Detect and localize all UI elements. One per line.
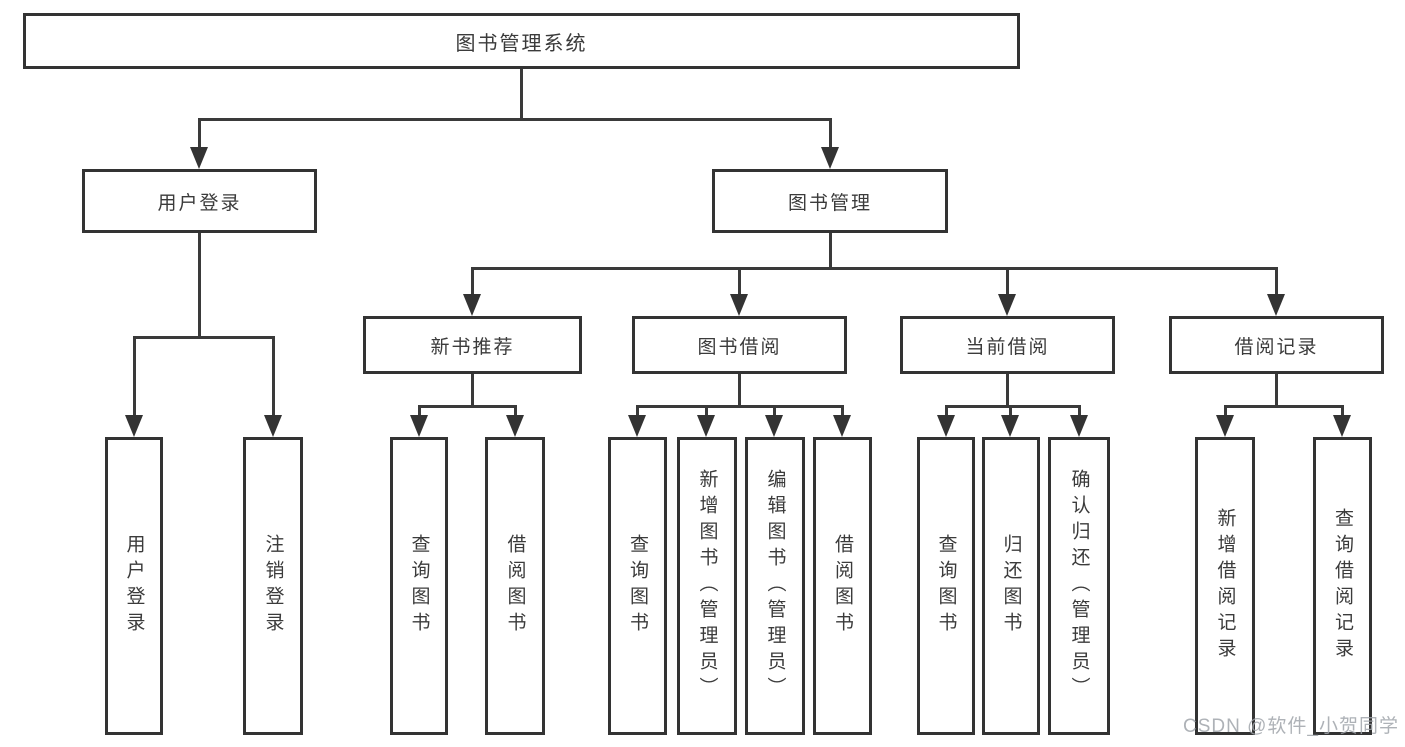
node-borrowing-records: 借阅记录 — [1169, 316, 1384, 374]
node-new-book-recommendation: 新书推荐 — [363, 316, 582, 374]
leaf-add-books-admin: 新增图书（管理员） — [677, 437, 737, 735]
connector-line — [829, 233, 832, 270]
leaf-edit-books-admin: 编辑图书（管理员） — [745, 437, 805, 735]
arrow-down-icon — [1070, 415, 1088, 437]
connector-line — [1275, 267, 1278, 300]
leaf-label: 新增借阅记录 — [1214, 508, 1236, 664]
leaf-label: 新增图书（管理员） — [696, 469, 718, 703]
leaf-borrow-books-recommend: 借阅图书 — [485, 437, 545, 735]
leaf-label: 注销登录 — [262, 534, 284, 638]
connector-line — [1006, 267, 1009, 300]
arrow-down-icon — [463, 294, 481, 316]
leaf-label: 用户登录 — [123, 534, 145, 638]
connector-line — [829, 118, 832, 154]
connector-line — [198, 118, 831, 121]
leaf-query-borrow-record: 查询借阅记录 — [1313, 437, 1372, 735]
arrow-down-icon — [730, 294, 748, 316]
connector-line — [133, 336, 275, 339]
connector-line — [198, 233, 201, 339]
arrow-down-icon — [1001, 415, 1019, 437]
leaf-label: 查询图书 — [408, 534, 430, 638]
connector-line — [198, 118, 201, 154]
arrow-down-icon — [1267, 294, 1285, 316]
leaf-return-books: 归还图书 — [982, 437, 1040, 735]
connector-line — [471, 374, 474, 408]
leaf-add-borrow-record: 新增借阅记录 — [1195, 437, 1255, 735]
leaf-label: 查询借阅记录 — [1332, 508, 1353, 664]
connector-line — [471, 267, 1278, 270]
arrow-down-icon — [628, 415, 646, 437]
arrow-down-icon — [410, 415, 428, 437]
connector-line — [1006, 374, 1009, 408]
connector-line — [1275, 374, 1278, 408]
connector-line — [738, 374, 741, 408]
arrow-down-icon — [998, 294, 1016, 316]
connector-line — [272, 336, 275, 422]
connector-line — [520, 69, 523, 121]
leaf-label: 确认归还（管理员） — [1068, 469, 1090, 703]
leaf-borrow-books: 借阅图书 — [813, 437, 872, 735]
node-book-borrowing: 图书借阅 — [632, 316, 847, 374]
arrow-down-icon — [765, 415, 783, 437]
connector-line — [773, 405, 776, 422]
arrow-down-icon — [264, 415, 282, 437]
connector-line — [418, 405, 517, 408]
connector-line — [418, 405, 421, 422]
arrow-down-icon — [190, 147, 208, 169]
leaf-label: 编辑图书（管理员） — [764, 469, 786, 703]
node-book-management: 图书管理 — [712, 169, 948, 233]
connector-line — [738, 267, 741, 300]
leaf-label: 借阅图书 — [504, 534, 526, 638]
csdn-watermark: CSDN @软件_小贺同学 — [1183, 716, 1399, 737]
connector-line — [514, 405, 517, 422]
connector-line — [1009, 405, 1012, 422]
arrow-down-icon — [1333, 415, 1351, 437]
leaf-label: 归还图书 — [1000, 534, 1022, 638]
leaf-label: 查询图书 — [935, 534, 957, 638]
connector-line — [945, 405, 1081, 408]
leaf-confirm-return-admin: 确认归还（管理员） — [1048, 437, 1110, 735]
arrow-down-icon — [125, 415, 143, 437]
arrow-down-icon — [1216, 415, 1234, 437]
node-current-borrowing: 当前借阅 — [900, 316, 1115, 374]
connector-line — [471, 267, 474, 300]
connector-line — [133, 336, 136, 422]
arrow-down-icon — [697, 415, 715, 437]
connector-line — [1341, 405, 1344, 422]
node-library-management-system: 图书管理系统 — [23, 13, 1020, 69]
connector-line — [841, 405, 844, 422]
arrow-down-icon — [506, 415, 524, 437]
connector-line — [1224, 405, 1227, 422]
leaf-query-books-current: 查询图书 — [917, 437, 975, 735]
leaf-query-books-recommend: 查询图书 — [390, 437, 448, 735]
leaf-label: 查询图书 — [627, 534, 648, 638]
node-user-login: 用户登录 — [82, 169, 317, 233]
arrow-down-icon — [821, 147, 839, 169]
connector-line — [945, 405, 948, 422]
connector-line — [1078, 405, 1081, 422]
leaf-label: 借阅图书 — [832, 534, 853, 638]
connector-line — [636, 405, 844, 408]
arrow-down-icon — [833, 415, 851, 437]
leaf-logout: 注销登录 — [243, 437, 303, 735]
connector-line — [1224, 405, 1344, 408]
connector-line — [705, 405, 708, 422]
leaf-user-login: 用户登录 — [105, 437, 163, 735]
leaf-query-books-borrowing: 查询图书 — [608, 437, 667, 735]
arrow-down-icon — [937, 415, 955, 437]
connector-line — [636, 405, 639, 422]
